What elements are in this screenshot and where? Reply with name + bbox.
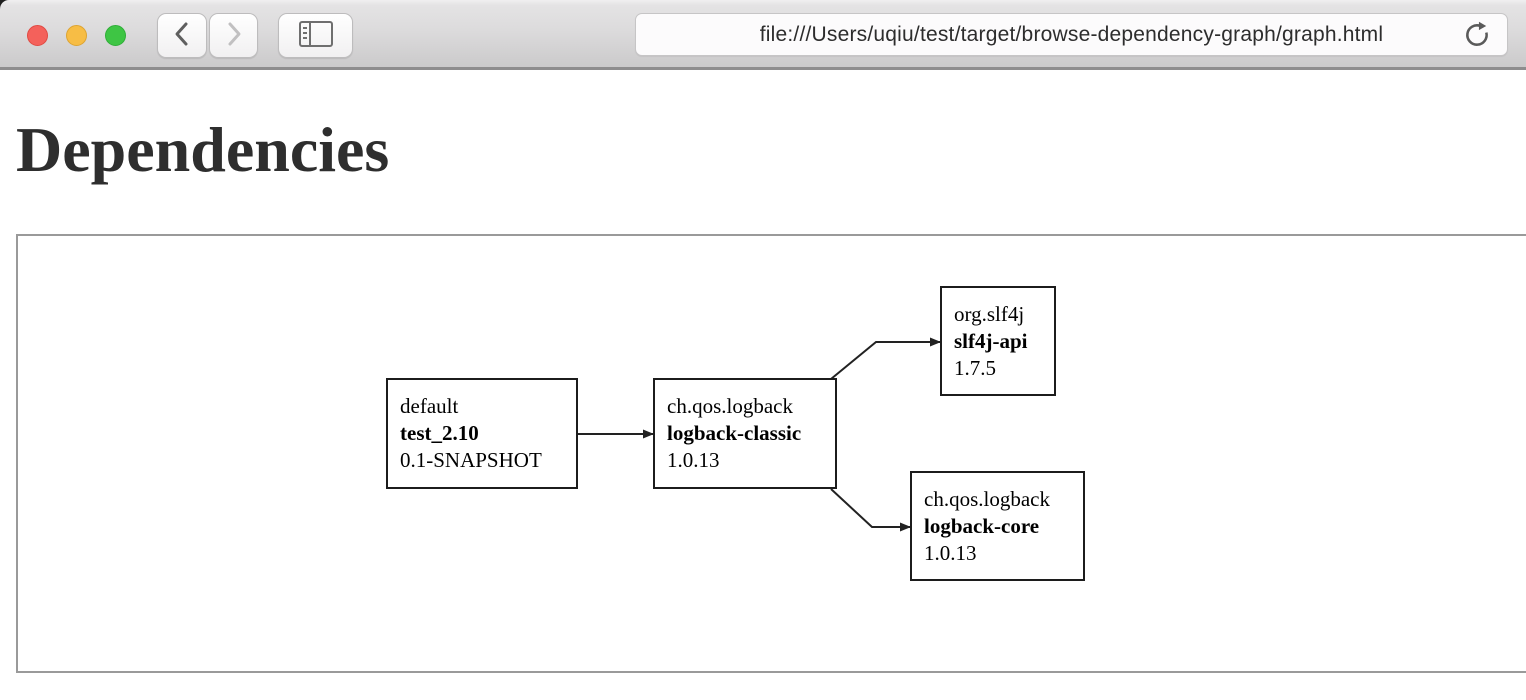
- dependency-graph-frame: default test_2.10 0.1-SNAPSHOT ch.qos.lo…: [16, 234, 1526, 673]
- node-version: 0.1-SNAPSHOT: [400, 448, 542, 472]
- sidebar-icon: [298, 20, 334, 51]
- dependency-node-logback-classic: ch.qos.logback logback-classic 1.0.13: [653, 378, 837, 489]
- url-text: file:///Users/uqiu/test/target/browse-de…: [759, 22, 1384, 46]
- close-window-button[interactable]: [27, 25, 48, 46]
- node-artifact: logback-classic: [667, 421, 802, 445]
- forward-button[interactable]: [209, 13, 258, 58]
- node-artifact: logback-core: [924, 513, 1040, 538]
- node-artifact: slf4j-api: [954, 328, 1028, 353]
- window-controls: [27, 25, 126, 46]
- sidebar-toggle-button[interactable]: [278, 13, 353, 58]
- node-group: default: [400, 394, 459, 418]
- page-title: Dependencies: [16, 114, 390, 185]
- dependency-node-test-2-10: default test_2.10 0.1-SNAPSHOT: [386, 378, 578, 489]
- node-group: ch.qos.logback: [924, 486, 1050, 511]
- edge-line: [830, 337, 941, 380]
- node-version: 1.0.13: [667, 448, 720, 472]
- node-group: org.slf4j: [954, 301, 1025, 326]
- browser-toolbar: file:///Users/uqiu/test/target/browse-de…: [0, 0, 1526, 70]
- dependency-node-slf4j-api: org.slf4j slf4j-api 1.7.5: [940, 286, 1056, 396]
- node-version: 1.7.5: [954, 355, 996, 380]
- chevron-right-icon: [221, 19, 247, 52]
- reload-icon: [1462, 19, 1492, 52]
- zoom-window-button[interactable]: [105, 25, 126, 46]
- address-bar[interactable]: file:///Users/uqiu/test/target/browse-de…: [635, 13, 1508, 56]
- minimize-window-button[interactable]: [66, 25, 87, 46]
- node-artifact: test_2.10: [400, 421, 479, 445]
- dependency-node-logback-core: ch.qos.logback logback-core 1.0.13: [910, 471, 1085, 581]
- back-button[interactable]: [157, 13, 207, 58]
- chevron-left-icon: [169, 19, 195, 52]
- edge-line: [830, 488, 911, 532]
- reload-button[interactable]: [1461, 20, 1493, 50]
- node-version: 1.0.13: [924, 540, 977, 565]
- dependency-edges-svg: [578, 337, 941, 532]
- node-group: ch.qos.logback: [667, 394, 793, 418]
